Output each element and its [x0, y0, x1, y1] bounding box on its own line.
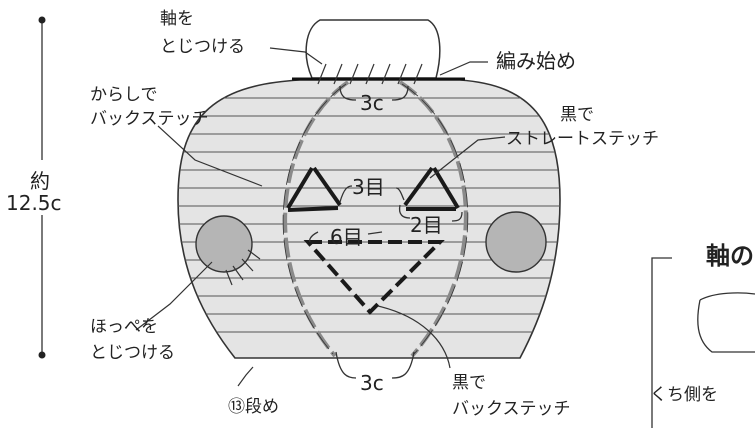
bottom-width-label: 3c — [360, 371, 384, 395]
height-label-line1: 約 — [30, 169, 50, 193]
eye-gap-label: 3目 — [352, 175, 385, 199]
attach-stem-label-line2: とじつける — [160, 37, 245, 57]
top-width-label: 3c — [360, 91, 384, 115]
black-backstitch-label-line1: 黒で — [452, 373, 486, 393]
left-cheek — [195, 215, 261, 286]
pumpkin-body — [177, 79, 561, 359]
mouth — [303, 240, 445, 315]
attach-cheeks-label-line1: ほっぺを — [90, 317, 158, 337]
stem-section-title: 軸の — [706, 242, 754, 270]
measurement-braces — [309, 85, 463, 379]
left-eye — [286, 166, 342, 212]
stem — [305, 19, 441, 79]
mouth-width-label: 6目 — [330, 225, 363, 249]
black-straight-label-line1: 黒で — [560, 105, 594, 125]
mustard-backstitch-label-line2: バックステッチ — [90, 109, 209, 129]
start-of-knitting-label: 編み始め — [496, 49, 576, 73]
mouth-side-label: くち側を — [650, 385, 718, 405]
stem-detail-cup — [697, 292, 755, 353]
height-dimension: 約 12.5c — [6, 16, 62, 359]
mustard-backstitch-label-line1: からしで — [90, 85, 158, 105]
leader-lines — [135, 47, 506, 387]
stem-detail-panel: 軸の くち側を — [650, 242, 755, 428]
attach-cheeks-label-line2: とじつける — [90, 343, 175, 363]
black-backstitch-label-line2: バックステッチ — [452, 399, 571, 419]
attach-stem-label-line1: 軸を — [160, 9, 194, 29]
stem-attach-stitches — [317, 63, 423, 85]
eye-width-label: 2目 — [410, 213, 443, 237]
height-label-line2: 12.5c — [6, 191, 62, 215]
black-straight-label-line2: ストレートステッチ — [506, 129, 659, 149]
right-cheek — [485, 211, 547, 273]
right-eye — [403, 166, 460, 211]
row-13-label: ⑬段め — [228, 397, 279, 417]
